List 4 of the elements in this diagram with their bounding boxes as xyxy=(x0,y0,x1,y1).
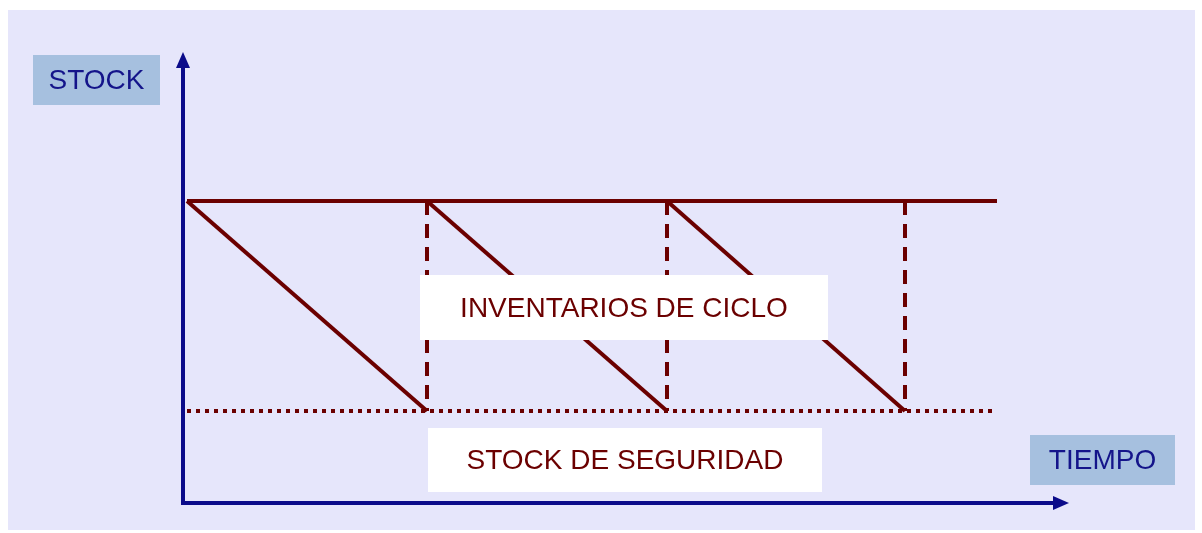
axis-label: STOCK xyxy=(33,55,160,105)
region-label: INVENTARIOS DE CICLO xyxy=(420,275,828,340)
axis-label: TIEMPO xyxy=(1030,435,1175,485)
region-label: STOCK DE SEGURIDAD xyxy=(428,428,822,492)
